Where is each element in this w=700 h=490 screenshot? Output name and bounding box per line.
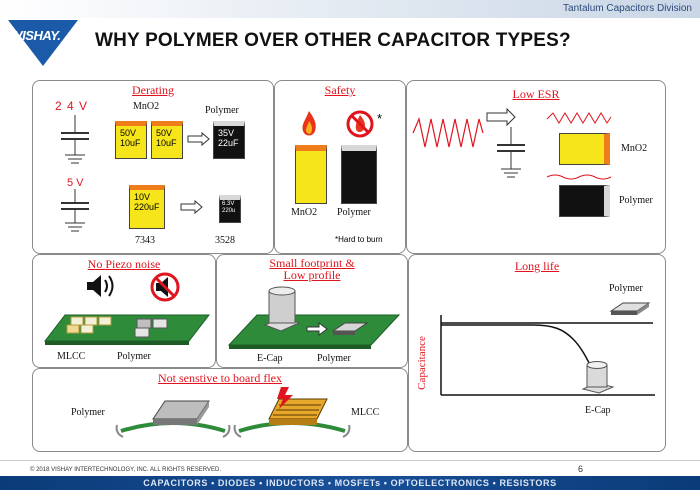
esr-polymer-label: Polymer — [619, 195, 653, 206]
polymer-cap-image — [341, 145, 377, 204]
life-ecap-label: E-Cap — [585, 405, 611, 416]
capacitor-symbol-icon — [61, 189, 89, 232]
speaker-sound-icon — [87, 275, 114, 297]
derating-panel: Derating 2 4 V MnO2 Polymer 50V 10uF 50V… — [32, 80, 274, 254]
cap-capacitance: 220u — [222, 208, 236, 214]
top-banner — [0, 0, 700, 18]
low-esr-panel: Low ESR MnO2 Polymer — [406, 80, 666, 254]
flame-icon — [302, 111, 316, 136]
long-life-panel: Long life Polymer Capacitance E-Cap — [408, 254, 666, 452]
esr-mno2-cap — [559, 133, 610, 165]
division-label: Tantalum Capacitors Division — [563, 3, 692, 14]
footprint-polymer-label: Polymer — [317, 353, 351, 364]
cap-voltage: 35V — [218, 128, 235, 138]
cap-capacitance: 10uF — [120, 138, 141, 148]
flex-polymer-label: Polymer — [71, 407, 105, 418]
board-flex-diagram — [115, 387, 351, 438]
footer-divider — [0, 460, 700, 461]
logo-text: VISHAY. — [14, 28, 61, 43]
polymer-label: Polymer — [205, 105, 239, 116]
e-cap-icon — [581, 361, 615, 394]
asterisk-mark: * — [377, 111, 383, 126]
safety-title: Safety — [324, 83, 356, 97]
esr-polymer-cap — [559, 185, 610, 217]
footprint-title-line1: Small footprint & — [269, 256, 355, 270]
safety-panel: Safety * MnO2 Polymer *Hard to burn — [274, 80, 406, 254]
footprint-ecap-label: E-Cap — [257, 353, 283, 364]
capacitor-symbol-icon — [61, 115, 89, 164]
capacitance-label-text: Capacitance — [416, 336, 428, 390]
life-polymer-label: Polymer — [609, 283, 643, 294]
safety-polymer-label: Polymer — [337, 207, 371, 218]
page-number: 6 — [578, 464, 584, 474]
mno2-cap-image — [295, 145, 327, 204]
cap-capacitance: 10uF — [156, 138, 177, 148]
cap-capacitance: 220uF — [134, 202, 160, 212]
case-size-3528: 3528 — [215, 235, 235, 246]
esr-title: Low ESR — [512, 87, 560, 101]
capacitance-over-time-graph — [440, 315, 655, 396]
arrow-right-icon — [180, 199, 203, 215]
cap-voltage: 50V — [120, 128, 137, 138]
page-title: WHY POLYMER OVER OTHER CAPACITOR TYPES? — [95, 30, 571, 51]
no-piezo-panel: No Piezo noise MLCC Polymer — [32, 254, 216, 368]
flex-title: Not senstive to board flex — [158, 371, 282, 385]
arrow-right-icon — [187, 131, 210, 147]
mno2-cap-1: 50V 10uF — [115, 121, 147, 159]
polymer-cap-3528: 6.3V 220u — [219, 195, 241, 223]
mno2-cap-2: 50V 10uF — [151, 121, 183, 159]
pcb-board-diagram — [43, 314, 211, 345]
mno2-label: MnO2 — [133, 101, 160, 112]
life-title: Long life — [514, 259, 560, 273]
piezo-polymer-label: Polymer — [117, 351, 151, 362]
product-line-bar: CAPACITORS • DIODES • INDUCTORS • MOSFET… — [0, 476, 700, 490]
speaker-muted-icon — [150, 272, 180, 302]
footprint-title-line2: Low profile — [283, 268, 341, 282]
cap-voltage: 10V — [134, 192, 151, 202]
cap-voltage: 6.3V — [222, 201, 235, 207]
copyright-text: © 2018 VISHAY INTERTECHNOLOGY, INC. ALL … — [30, 467, 222, 473]
voltage-5v: 5 V — [67, 177, 84, 189]
voltage-24v: 2 4 V — [55, 99, 89, 113]
esr-mno2-label: MnO2 — [621, 143, 648, 154]
esr-waveform-diagram — [412, 107, 612, 180]
piezo-title: No Piezo noise — [87, 257, 161, 271]
hard-to-burn-note: *Hard to burn — [335, 235, 383, 244]
cap-capacitance: 22uF — [218, 138, 239, 148]
flex-mlcc-label: MLCC — [351, 407, 380, 418]
small-footprint-panel: Small footprint & Low profile E-Cap Poly… — [216, 254, 408, 368]
footprint-board-diagram — [227, 286, 401, 349]
vishay-logo: VISHAY. — [8, 20, 78, 68]
cap-voltage: 50V — [156, 128, 173, 138]
case-size-7343: 7343 — [135, 235, 155, 246]
polymer-chip-icon — [609, 302, 651, 315]
piezo-mlcc-label: MLCC — [57, 351, 86, 362]
safety-mno2-label: MnO2 — [291, 207, 318, 218]
polymer-cap-1: 35V 22uF — [213, 121, 245, 159]
derating-title: Derating — [132, 83, 174, 97]
board-flex-panel: Not senstive to board flex Polymer MLCC — [32, 368, 408, 452]
capacitance-axis-label: Capacitance — [415, 317, 429, 413]
no-fire-icon — [346, 110, 374, 138]
mno2-cap-7343: 10V 220uF — [129, 185, 165, 229]
